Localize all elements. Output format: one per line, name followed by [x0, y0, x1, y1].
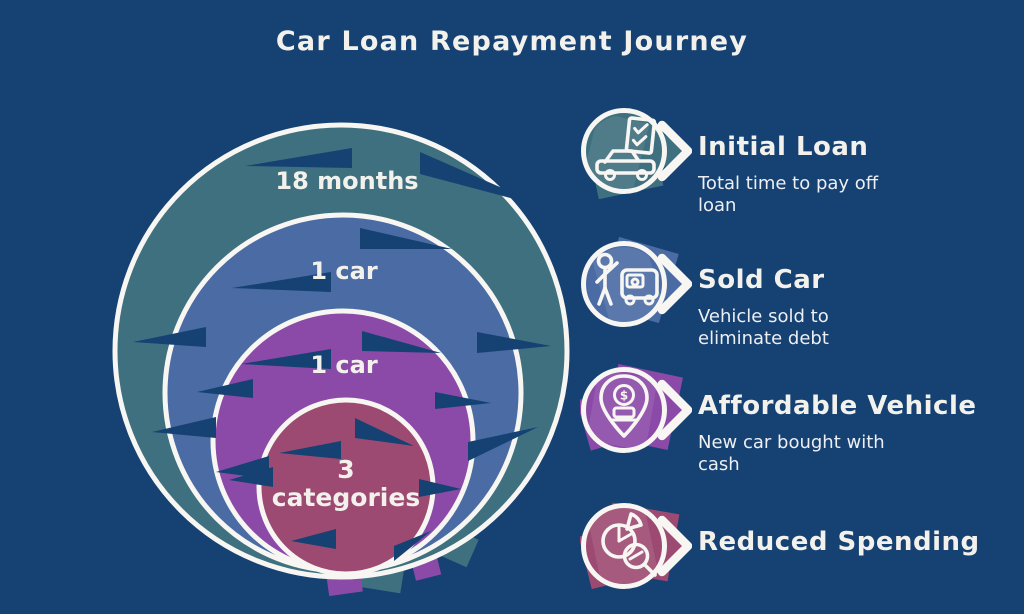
legend-subtitle-initial-loan: Total time to pay off loan — [698, 172, 879, 217]
person-glyph — [595, 252, 619, 306]
texture-notches — [133, 148, 551, 561]
car-checklist-icon — [581, 108, 692, 199]
checklist-glyph — [624, 116, 657, 155]
dollar-sign: $ — [620, 389, 628, 403]
legend-item-affordable-vehicle: $ Affordable Vehicle New car bought with… — [580, 362, 977, 477]
legend-title-initial-loan: Initial Loan — [698, 132, 869, 162]
ring-label-3-categories-line1: 3 — [337, 455, 354, 484]
legend-subtitle-sold-car: Vehicle sold to eliminate debt — [698, 305, 829, 350]
person-selling-car-icon — [581, 236, 692, 329]
legend-title-affordable-vehicle: Affordable Vehicle — [698, 391, 977, 421]
legend-subtitle-affordable-vehicle: New car bought with cash — [698, 431, 885, 476]
magnifier-glyph — [622, 542, 657, 577]
pie-glyph — [601, 512, 643, 559]
legend-title-sold-car: Sold Car — [698, 265, 825, 295]
ring-label-3-categories-line2: categories — [272, 483, 420, 512]
pin-glyph: $ — [599, 374, 649, 438]
van-glyph — [620, 268, 659, 306]
legend-item-reduced-spending: Reduced Spending — [580, 498, 980, 594]
ring-label-1-car-purple: 1 car — [310, 351, 377, 379]
legend-item-initial-loan: Initial Loan Total time to pay off loan — [580, 103, 918, 218]
ring-label-1-car-blue: 1 car — [310, 257, 377, 285]
map-pin-dollar-car-icon: $ — [580, 363, 692, 453]
legend-item-sold-car: Sold Car Vehicle sold to eliminate debt — [580, 236, 918, 351]
page-title: Car Loan Repayment Journey — [275, 26, 749, 57]
legend-title-reduced-spending: Reduced Spending — [698, 527, 980, 557]
pie-chart-magnifier-icon — [580, 502, 692, 590]
car-glyph — [595, 149, 656, 181]
ring-label-18-months: 18 months — [275, 167, 418, 195]
